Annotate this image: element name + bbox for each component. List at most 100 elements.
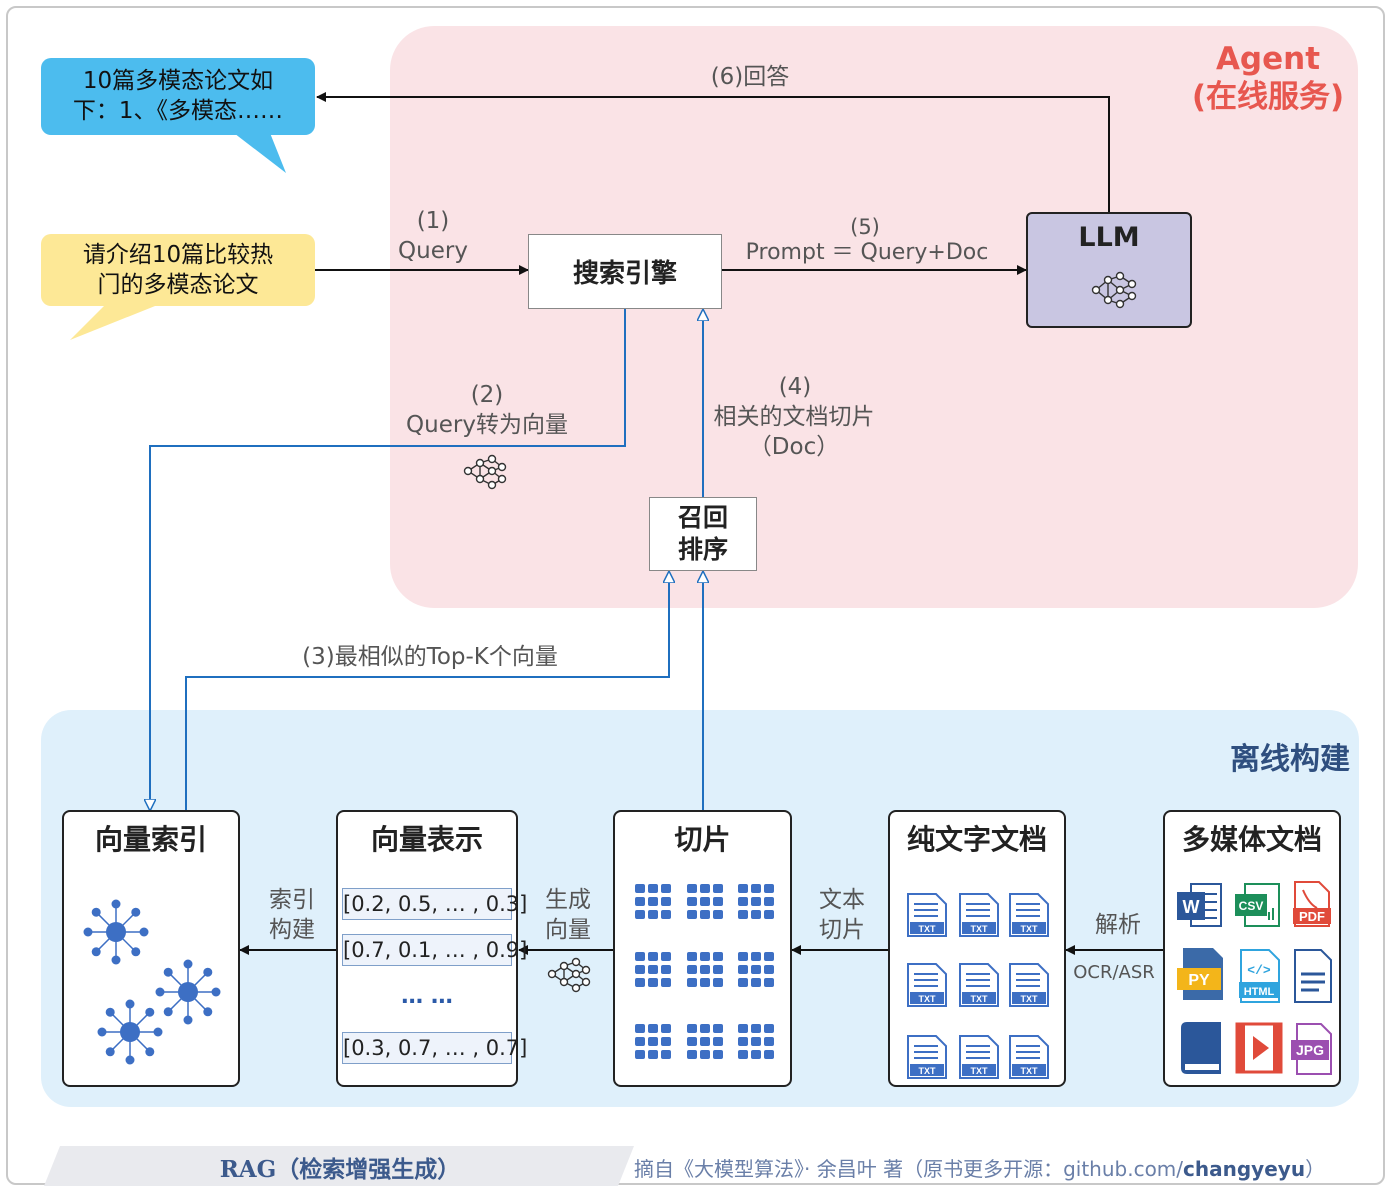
txt-file-icon: TXT [959,1035,999,1079]
vector-ellipsis: … … [401,984,453,1009]
step4-number: (4) [778,374,812,400]
question-line1: 请介绍10篇比较热 [82,242,274,268]
recall-label: 召回 [677,503,728,532]
text-slice-label: 文本 切片 [804,885,880,945]
footer-credit-text: 摘自《大模型算法》· 余昌叶 著（原书更多开源：github.com/ [634,1157,1184,1181]
slice-block-icon [738,884,774,919]
vector-index-panel: 向量索引 [62,810,240,1087]
txt-file-icon: TXT [959,963,999,1007]
graph-node-icon [97,999,163,1065]
graph-node-icon [83,899,149,965]
gen-vector-line2: 向量 [545,917,591,943]
question-bubble-text: 请介绍10篇比较热 门的多模态论文 [41,240,315,300]
slice-block-icon [687,952,723,987]
svg-text:TXT: TXT [971,1066,989,1076]
index-build-label: 索引 构建 [254,885,330,945]
svg-text:JPG: JPG [1296,1042,1324,1058]
python-file-icon: PY [1177,948,1223,1000]
svg-text:TXT: TXT [1021,994,1039,1004]
svg-text:PY: PY [1188,972,1210,989]
svg-text:PDF: PDF [1299,909,1325,924]
slice-block-icon [635,884,671,919]
pdf-icon: PDF [1293,881,1331,927]
txt-file-icon: TXT [1009,1035,1049,1079]
index-graph-icons [83,899,221,1065]
neural-net-icon [1091,271,1137,309]
edge-topk [185,572,669,810]
gen-vector-label: 生成 向量 [530,885,606,945]
neural-net-icon [463,454,507,490]
slice-block-icon [635,952,671,987]
step4-label-line2: （Doc） [748,434,840,460]
txt-file-icon: TXT [907,963,947,1007]
slice-block-icon [738,952,774,987]
ocr-asr-label: OCR/ASR [1073,962,1155,983]
step2-label: Query转为向量 [406,412,568,438]
svg-text:TXT: TXT [919,924,937,934]
agent-region [390,26,1358,608]
slice-block-icon [687,884,723,919]
search-engine-node: 搜索引擎 [528,234,722,309]
answer-bubble-text: 10篇多模态论文如 下：1、《多模态…… [41,66,315,126]
slices-panel: 切片 [613,810,792,1087]
slice-grid-icons [635,884,774,1059]
footer-credit-end: ） [1305,1157,1326,1181]
document-icon [1294,949,1332,1003]
plain-docs-panel: 纯文字文档 TXT TXT TXT TXT TXT TXT TXT TXT TXT [888,810,1066,1087]
footer-credit-handle: changyeyu [1183,1157,1306,1181]
svg-text:</>: </> [1247,963,1271,978]
csv-icon: CSV [1235,883,1280,927]
plain-docs-title: 纯文字文档 [906,823,1047,856]
text-slice-line2: 切片 [819,917,865,943]
step1-number: (1) [416,208,450,234]
media-docs-panel: 多媒体文档 W CSV PDF [1163,810,1341,1087]
svg-text:TXT: TXT [1021,1066,1039,1076]
agent-title: Agent (在线服务) [1178,40,1358,116]
edge-query-to-vector [150,309,626,810]
question-bubble [41,234,315,340]
agent-title-line2: (在线服务) [1191,79,1345,115]
gen-vector-line1: 生成 [545,887,591,913]
media-docs-title: 多媒体文档 [1181,823,1322,856]
agent-title-line1: Agent [1215,41,1321,77]
slice-block-icon [738,1024,774,1059]
answer-bubble [41,58,315,173]
txt-file-icon: TXT [907,1035,947,1079]
vector-item: [0.7, 0.1, … , 0.9] [342,934,527,966]
step3-label: (3)最相似的Top-K个向量 [302,644,558,670]
edge-answer [316,92,1110,213]
svg-text:TXT: TXT [1021,924,1039,934]
search-engine-label: 搜索引擎 [572,259,677,289]
answer-line2: 下：1、《多模态…… [72,98,284,124]
book-icon [1181,1022,1221,1074]
slice-block-icon [687,1024,723,1059]
svg-text:TXT: TXT [971,994,989,1004]
vector-index-title: 向量索引 [94,823,207,856]
vector-item: [0.2, 0.5, … , 0.3] [342,888,527,920]
rank-label: 排序 [677,535,728,564]
graph-node-icon [155,959,221,1025]
llm-label: LLM [1078,222,1140,253]
svg-text:TXT: TXT [971,924,989,934]
footer-banner [44,1146,634,1186]
txt-file-icon: TXT [1009,893,1049,937]
vector-item: [0.3, 0.7, … , 0.7] [342,1032,527,1064]
svg-text:W: W [1183,897,1200,917]
step2-number: (2) [470,382,504,408]
slices-title: 切片 [674,823,731,856]
word-icon: W [1177,883,1222,927]
svg-text:CSV: CSV [1239,899,1264,913]
parse-label: 解析 [1095,912,1141,938]
index-build-line2: 构建 [269,917,315,943]
llm-node: LLM [1026,212,1192,328]
step4-label-line1: 相关的文档切片 [713,404,875,430]
recall-rank-node: 召回 排序 [649,497,757,571]
step1-label: Query [398,238,468,264]
offline-title: 离线构建 [1230,742,1350,777]
step6-label: (6)回答 [710,64,790,90]
diagram-frame [6,6,1385,1185]
txt-file-icon: TXT [1009,963,1049,1007]
html-file-icon: </> HTML [1239,949,1280,1003]
txt-file-icons: TXT TXT TXT TXT TXT TXT TXT TXT TXT [907,893,1049,1079]
jpg-file-icon: JPG [1291,1023,1332,1075]
